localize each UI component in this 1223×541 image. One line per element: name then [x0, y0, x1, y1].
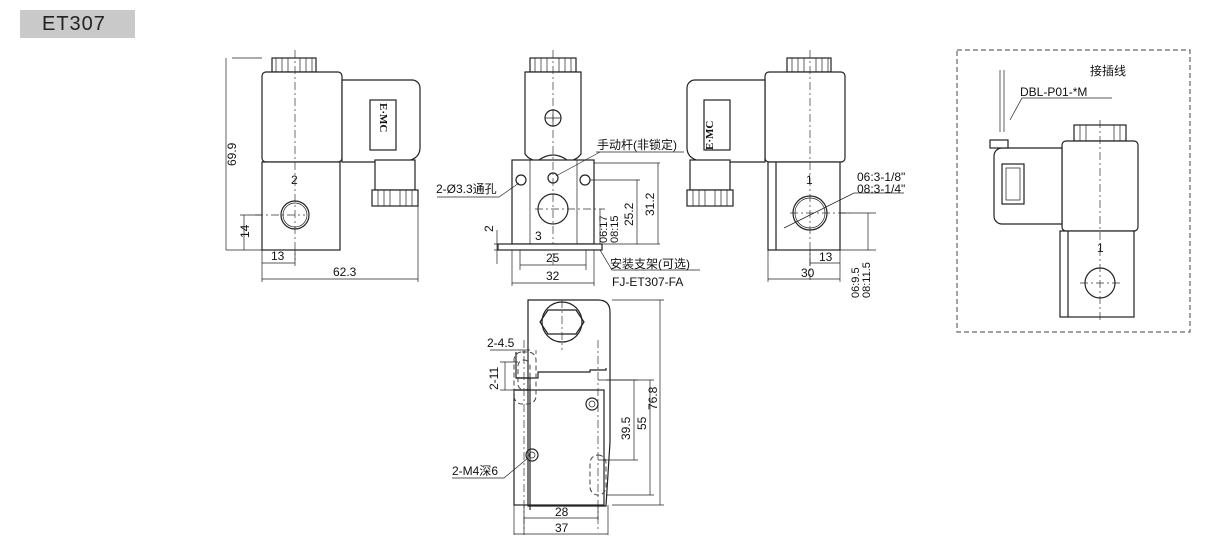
dim-55: 55 — [635, 416, 649, 430]
dim-port-height-08: 08:15 — [609, 215, 621, 243]
dim-port-height-06: 06:17 — [598, 215, 610, 243]
dim-slot-len: 2-11 — [487, 367, 501, 390]
dim-slot-width: 2-4.5 — [487, 336, 515, 350]
coil-nut — [271, 57, 317, 73]
mount-holes-label: 2-Ø3.3通孔 — [436, 182, 497, 196]
port-label: 2 — [291, 173, 298, 187]
valve-body — [767, 161, 841, 251]
logo-plate — [369, 99, 397, 151]
port-size-06: 06:3-1/8" — [857, 170, 905, 184]
connector-view: 接插线 DBL-P01-*M 1 — [956, 49, 1191, 333]
port-label: 1 — [806, 173, 813, 187]
thread-label: 2-M4深6 — [452, 464, 498, 478]
connector-part: DBL-P01-*M — [1020, 85, 1087, 99]
bracket-plate — [527, 299, 611, 507]
connector-screw — [371, 189, 419, 207]
valve-body — [1059, 230, 1135, 318]
right-view: E·MC 1 06:3-1/8" 08:3-1/4" 13 30 06:9.5 … — [686, 50, 905, 298]
manual-lever-label: 手动杆(非锁定) — [597, 137, 677, 152]
coil — [764, 71, 846, 163]
dim-25: 25 — [546, 251, 560, 265]
dim-height: 69.9 — [225, 142, 239, 166]
dim-port-height: 14 — [238, 224, 252, 238]
dim-port-height-06: 06:9.5 — [850, 267, 862, 298]
dim-32: 32 — [546, 269, 560, 283]
bracket-view: 2-4.5 2-11 39.5 55 76.8 2-M4深6 28 37 — [452, 299, 664, 535]
dim-width: 62.3 — [333, 265, 357, 279]
front-view: 3 手动杆(非锁定) 2-Ø3.3通孔 2 安装支架(可选) FJ-ET307-… — [436, 50, 700, 289]
bracket-part: FJ-ET307-FA — [612, 275, 683, 289]
bracket-label: 安装支架(可选) — [610, 256, 690, 271]
logo: E·MC — [704, 121, 716, 150]
side-view: E·MC 2 69.9 14 13 62.3 — [225, 50, 421, 282]
dim-25-2: 25.2 — [622, 202, 636, 226]
dim-31-2: 31.2 — [643, 192, 657, 216]
dim-30: 30 — [801, 266, 815, 280]
dim-39-5: 39.5 — [619, 416, 633, 440]
valve-body — [261, 161, 341, 251]
dim-bracket: 2 — [482, 225, 496, 232]
port-label: 1 — [1097, 241, 1104, 255]
dim-port-height-08: 08:11.5 — [861, 262, 873, 298]
dim-37: 37 — [555, 521, 569, 535]
model-tag: ET307 — [20, 10, 135, 38]
dim-port-offset: 13 — [271, 249, 285, 263]
port-label: 3 — [535, 229, 542, 243]
coil — [261, 71, 343, 163]
dim-28: 28 — [555, 505, 569, 519]
dim-76-8: 76.8 — [646, 386, 660, 410]
dashed-frame — [956, 49, 1191, 333]
mount-bracket — [497, 243, 603, 251]
logo: E·MC — [377, 103, 389, 132]
port-size-08: 08:3-1/4" — [857, 182, 905, 196]
dim-13: 13 — [819, 250, 833, 264]
connector-title: 接插线 — [1090, 63, 1126, 78]
